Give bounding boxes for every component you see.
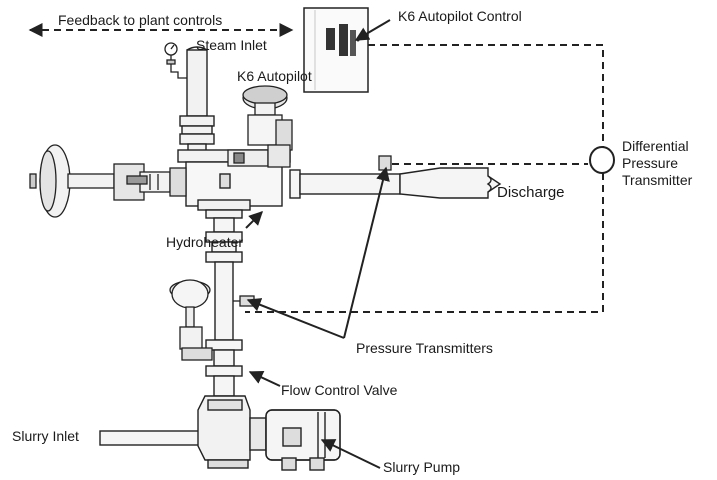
steam-gauge [164,42,187,79]
pressure-transmitters-label: Pressure Transmitters [356,340,493,356]
control-signal-lines [245,44,604,313]
differential-label-line2: Pressure [622,155,679,171]
k6-autopilot-label: K6 Autopilot [237,68,312,84]
leader-arrows [245,19,391,469]
k6-autopilot-actuator [227,85,293,168]
discharge-pipe [289,167,502,199]
discharge-label: Discharge [497,184,565,201]
k6-autopilot-control-box [303,7,369,93]
feedback-label: Feedback to plant controls [58,12,223,28]
slurry-pump-label: Slurry Pump [383,459,461,475]
steam-inlet-pipe [179,46,215,153]
differential-label-line3: Transmitter [622,172,693,188]
steam-inlet-label: Steam Inlet [196,37,267,53]
slurry-vertical-pipe [205,217,243,397]
slurry-inlet-pipe [99,430,209,446]
differential-label-line1: Differential [622,138,689,154]
differential-pressure-transmitter-symbol [589,146,615,174]
steam-valve-actuator [29,144,187,218]
flow-control-valve-label: Flow Control Valve [281,382,398,398]
slurry-inlet-label: Slurry Inlet [12,428,79,444]
hydroheater-label: Hydroheater [166,234,244,250]
slurry-pump [197,395,341,471]
k6-autopilot-control-label: K6 Autopilot Control [398,8,522,24]
flow-control-valve-actuator [169,279,213,361]
